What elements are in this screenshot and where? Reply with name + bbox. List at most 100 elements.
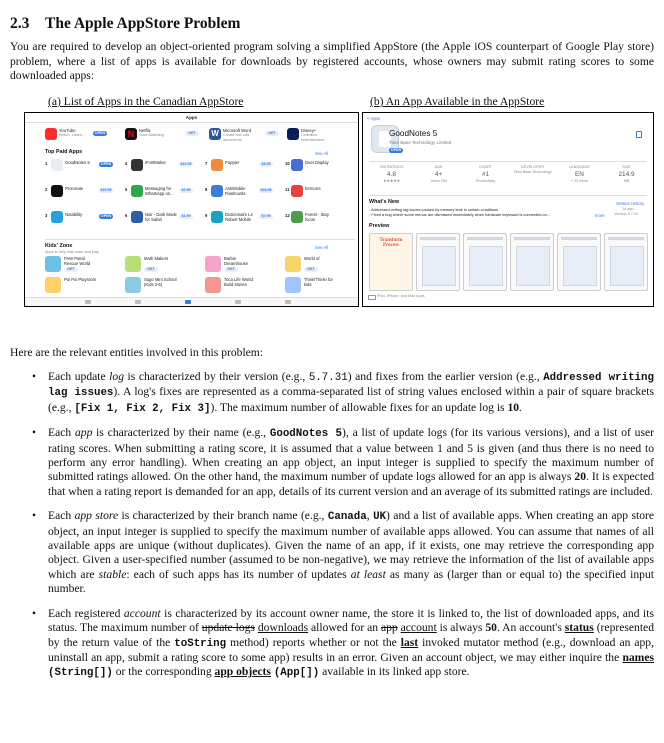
term-app: app [74,426,93,440]
paid-app[interactable]: 11 forScore [285,185,358,205]
whats-new-heading: What's New [369,199,400,205]
get-button[interactable]: GET [224,267,238,272]
app-name: Noir - Dark Mode for Safari [145,212,177,222]
more-link[interactable]: more [595,213,605,218]
open-button[interactable]: OPEN [389,148,403,153]
app-sub: Create and edit documents [223,133,249,142]
app-name: Netflix [139,128,151,133]
app-button[interactable]: $1.99 [179,214,193,219]
app-title-text: GoodNotes 5 [389,129,438,138]
app-name: Procreate [65,186,84,191]
app-button[interactable]: $3.99 [259,162,273,167]
entity-account: •Each registered account is characterize… [32,606,654,680]
games-icon[interactable] [135,300,141,304]
word-icon: W [209,128,221,140]
caption-b: (b) An App Available in the AppStore [370,95,545,108]
app-name: GoodNotes 5 [65,160,90,165]
arcade-icon[interactable] [235,300,241,304]
featured-word[interactable]: W Microsoft Word Create and edit documen… [209,127,285,143]
app-icon [205,277,221,293]
get-button[interactable]: GET [265,131,279,136]
app-button[interactable]: OPEN [99,214,113,219]
see-all-link[interactable]: See All [315,245,329,250]
app-icon [211,159,223,171]
see-all-link[interactable]: See All [315,151,329,156]
app-button[interactable]: $7.99 [259,214,273,219]
update-age: 1d ago [622,207,634,211]
kids-app[interactable]: Think!Think! for kids [285,276,358,295]
app-sub: Watch, Listen,... [59,133,87,137]
open-button[interactable]: OPEN [93,131,107,136]
kids-app[interactable]: Sago Mini School (Kids 2-5) [125,276,201,295]
stat-sub: Productivity [475,178,496,183]
app-rank: 8 [205,187,208,192]
preview-screenshot[interactable] [416,233,460,291]
app-name: Dictionnaire Le Robert Mobile [225,212,253,222]
app-button[interactable]: $10.99 [179,162,193,167]
app-button[interactable]: $15.99 [99,188,113,193]
app-rank: 9 [205,213,208,218]
app-rank: 1 [45,161,48,166]
featured-disney[interactable]: Disney+ Unlimited entertainment [287,127,355,143]
paid-app[interactable]: 1 GoodNotes 5 OPEN [45,159,121,179]
preview-screenshot[interactable] [463,233,507,291]
app-icon [291,211,303,223]
paid-app[interactable]: 9 Dictionnaire Le Robert Mobile $7.99 [205,211,281,231]
app-icon [51,185,63,197]
app-name: forScore [305,186,321,191]
preview-caption: Transform Process [379,238,403,248]
term-log: log [109,370,124,383]
search-icon[interactable] [285,300,291,304]
app-rank: 7 [205,161,208,166]
featured-netflix[interactable]: N Netflix Start Watching GET [125,127,201,143]
kids-app[interactable]: Poi Poi Playroom [45,276,121,295]
get-button[interactable]: GET [185,131,199,136]
share-icon[interactable] [636,131,642,138]
kids-app[interactable]: World of GET [285,255,358,274]
kids-app[interactable]: Toca Life World: Build stories [205,276,281,295]
get-button[interactable]: GET [144,267,158,272]
get-button[interactable]: GET [304,267,318,272]
app-rank: 11 [285,187,290,192]
version-history-link[interactable]: Version History [616,201,645,206]
featured-youtube[interactable]: YouTube: Watch, Listen,... OPEN [45,127,121,143]
preview-bar [608,237,644,240]
stat-label: LANGUAGE [568,165,591,169]
netflix-icon: N [125,128,137,140]
kids-app[interactable]: Barbie Dreamhouse AdventuresGET [205,255,281,274]
app-button[interactable]: OPEN [99,162,113,167]
app-name: Barbie Dreamhouse Adventures [224,256,248,266]
app-button[interactable]: $2.99 [179,188,193,193]
figure-app-list: Apps YouTube: Watch, Listen,... OPEN N N… [24,112,359,307]
app-name: YouTube: [59,128,77,133]
youtube-icon [45,128,57,140]
preview-screenshot[interactable] [604,233,648,291]
app-icon [131,211,143,223]
app-name: World of [304,256,320,261]
preview-screenshot[interactable]: Transform Process [369,233,413,291]
get-button[interactable]: GET [64,267,78,272]
back-link[interactable]: < Apps [367,116,380,121]
today-icon[interactable] [85,300,91,304]
apps-icon[interactable] [185,300,191,304]
preview-screenshot[interactable] [510,233,554,291]
whatsnew-divider [369,195,647,196]
preview-screenshot[interactable] [557,233,601,291]
apps-header: Apps [185,115,198,120]
app-button[interactable]: $34.99 [259,188,273,193]
